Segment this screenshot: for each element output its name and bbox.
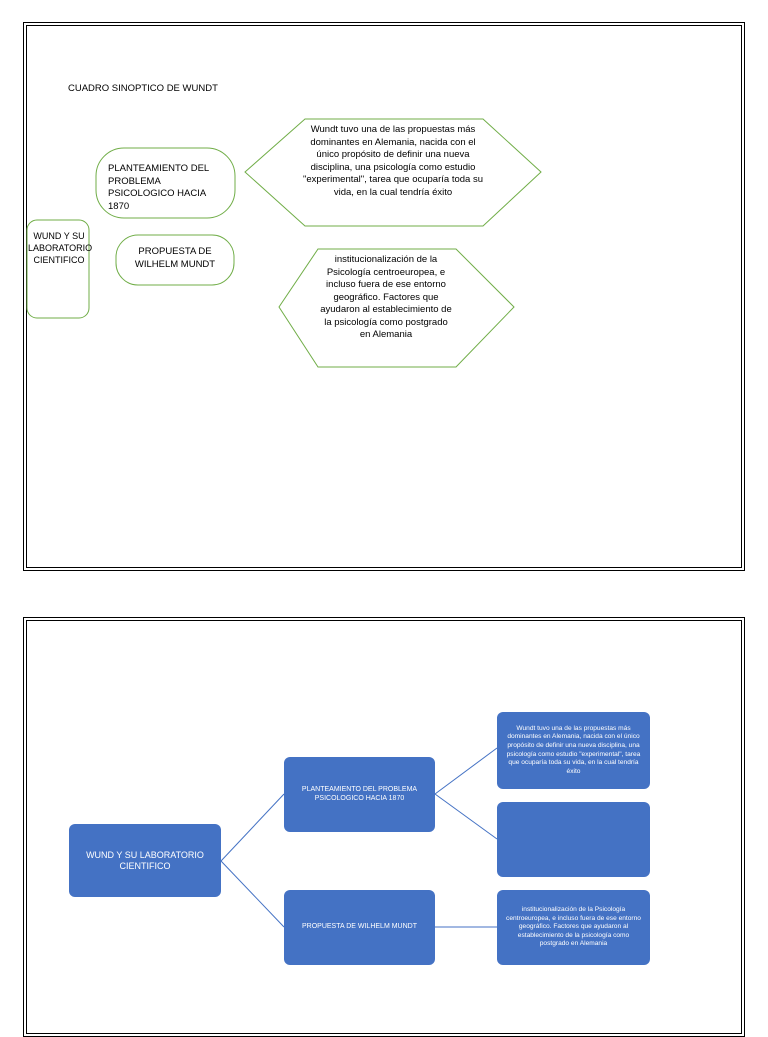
page1-root-label: WUND Y SU LABORATORIO CIENTIFICO [28, 231, 93, 265]
page1-node1-label: PLANTEAMIENTO DEL PROBLEMA PSICOLOGICO H… [108, 163, 209, 212]
page1-hex2-shape [278, 248, 515, 368]
page2-leaf3-box: institucionalización de la Psicología ce… [497, 890, 650, 965]
page2-connectors [220, 747, 498, 928]
page2-leaf2-box [497, 802, 650, 877]
page1-node2-shape [115, 234, 235, 286]
page1-node2-label: PROPUESTA DE WILHELM MUNDT [134, 246, 216, 270]
page1-hex1-shape [244, 118, 542, 227]
page1-root-shape [26, 219, 90, 319]
page1-hex1-text: Wundt tuvo una de las propuestas más dom… [303, 124, 483, 198]
page2-branch1-box: PLANTEAMIENTO DEL PROBLEMA PSICOLOGICO H… [284, 757, 435, 832]
page1-node1-shape [95, 147, 236, 219]
page1-hex2-text: institucionalización de la Psicología ce… [320, 254, 452, 340]
page2-root-box: WUND Y SU LABORATORIO CIENTIFICO [69, 824, 221, 897]
page1-title: CUADRO SINOPTICO DE WUNDT [68, 83, 218, 94]
page2-leaf1-box: Wundt tuvo una de las propuestas más dom… [497, 712, 650, 789]
page2-branch2-box: PROPUESTA DE WILHELM MUNDT [284, 890, 435, 965]
